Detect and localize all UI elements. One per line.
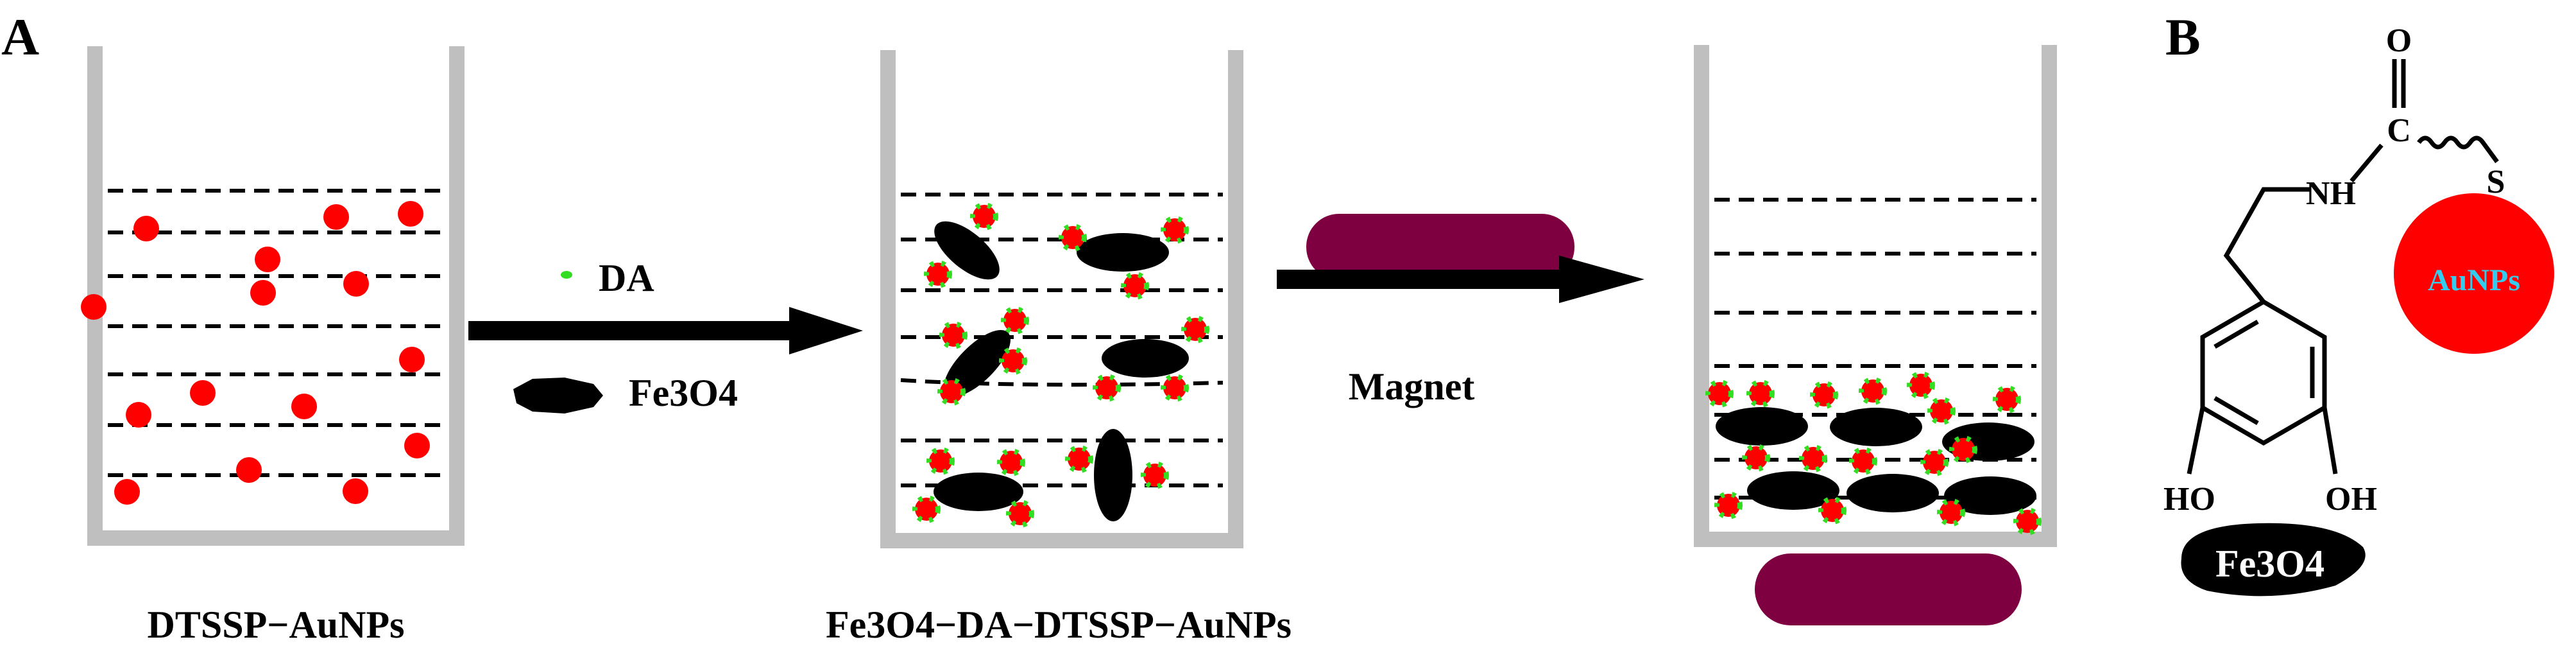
atom-o: O	[2386, 22, 2412, 59]
dopamine-legend-icon	[561, 271, 572, 279]
fe3o4-particle-label: Fe3O4	[2215, 543, 2324, 585]
caption-beaker-2: Fe3O4−DA−DTSSP−AuNPs	[826, 604, 1292, 646]
beaker-2	[880, 50, 1243, 548]
beaker-1-wall	[87, 46, 465, 546]
legend-fe3o4-label: Fe3O4	[629, 372, 738, 414]
legend-da-label: DA	[599, 257, 654, 299]
liquid-lines-1	[108, 189, 443, 477]
complexes-2	[934, 221, 1189, 521]
magnet-top	[1306, 214, 1574, 280]
gold-nanoparticles-1	[81, 201, 430, 505]
caption-beaker-1: DTSSP−AuNPs	[148, 604, 405, 646]
legend-fe3o4-text: Fe3O4	[629, 372, 738, 414]
gold-nanoparticles-2	[912, 202, 1209, 528]
beaker-2-wall	[880, 50, 1243, 548]
arrow-2	[1277, 256, 1644, 303]
magnet-label: Magnet	[1349, 365, 1475, 408]
benzene-ring	[2200, 299, 2327, 446]
panel-label-a: A	[1, 8, 39, 66]
beaker-3	[1694, 45, 2057, 547]
gold-nanoparticles-3	[1705, 371, 2042, 535]
beaker-3-wall	[1694, 45, 2057, 547]
magnet-bottom	[1755, 553, 2022, 625]
fe3o4-particle-text: Fe3O4	[2215, 543, 2324, 585]
atom-s: S	[2487, 164, 2505, 200]
atom-ho: HO	[2163, 481, 2215, 518]
atom-nh: NH	[2306, 175, 2356, 212]
atom-oh: OH	[2325, 481, 2377, 518]
fe3o4-legend-icon	[513, 378, 603, 414]
fe3o4-particle	[2181, 523, 2366, 596]
chemical-structure	[2187, 59, 2499, 475]
complexes-3	[1716, 407, 2036, 515]
beaker-1	[81, 46, 465, 546]
atom-c: C	[2387, 112, 2411, 149]
aunp-sphere	[2394, 193, 2554, 354]
panel-label-b: B	[2165, 8, 2201, 66]
arrow-1	[468, 307, 863, 354]
aunps-label: AuNPs	[2428, 263, 2520, 297]
